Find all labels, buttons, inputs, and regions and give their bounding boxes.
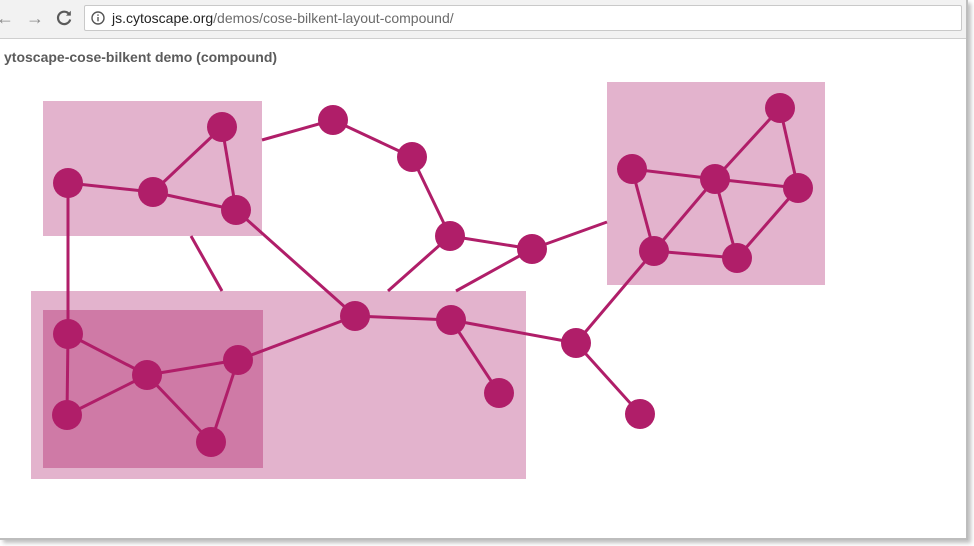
graph-node[interactable] (639, 236, 669, 266)
graph-node[interactable] (223, 345, 253, 375)
graph-edge[interactable] (652, 178, 717, 252)
graph-node[interactable] (53, 319, 83, 349)
info-icon[interactable] (91, 11, 105, 25)
graph-node[interactable] (765, 93, 795, 123)
graph-node[interactable] (196, 427, 226, 457)
graph-node[interactable] (517, 234, 547, 264)
graph-node[interactable] (617, 154, 647, 184)
back-arrow-icon[interactable]: ← (0, 7, 16, 29)
graph-node[interactable] (132, 360, 162, 390)
graph-edge[interactable] (235, 208, 356, 318)
graph-node[interactable] (53, 168, 83, 198)
browser-toolbar: ← → js.cytoscape.org/demos/cose-bilkent-… (0, 0, 966, 39)
graph-node[interactable] (484, 378, 514, 408)
graph-edge[interactable] (713, 106, 782, 181)
graph-node[interactable] (207, 112, 237, 142)
graph-node[interactable] (138, 177, 168, 207)
graph-node[interactable] (722, 243, 752, 273)
forward-arrow-icon[interactable]: → (26, 7, 44, 28)
graph-edge[interactable] (151, 125, 224, 194)
page-title: ytoscape-cose-bilkent demo (compound) (4, 49, 278, 65)
graph-edge[interactable] (574, 341, 642, 416)
graph-node[interactable] (436, 305, 466, 335)
cytoscape-graph[interactable] (0, 0, 966, 538)
graph-edge[interactable] (450, 318, 577, 345)
graph-node[interactable] (52, 400, 82, 430)
graph-node[interactable] (435, 221, 465, 251)
node-layer (52, 93, 813, 457)
graph-node[interactable] (397, 142, 427, 172)
graph-node[interactable] (221, 195, 251, 225)
graph-edge[interactable] (189, 235, 224, 292)
graph-edge[interactable] (237, 314, 356, 362)
compound-layer (31, 82, 825, 479)
graph-edge[interactable] (145, 373, 213, 444)
graph-node[interactable] (783, 173, 813, 203)
reload-icon[interactable] (53, 7, 75, 29)
graph-node[interactable] (700, 164, 730, 194)
graph-edge[interactable] (574, 250, 656, 344)
reload-glyph (56, 10, 72, 26)
graph-node[interactable] (318, 105, 348, 135)
url-path: /demos/cose-bilkent-layout-compound/ (213, 10, 454, 26)
graph-edge[interactable] (146, 358, 239, 377)
graph-node[interactable] (340, 301, 370, 331)
graph-node[interactable] (561, 328, 591, 358)
url-text[interactable]: js.cytoscape.org/demos/cose-bilkent-layo… (112, 10, 454, 26)
graph-edge[interactable] (735, 187, 800, 259)
address-bar[interactable]: js.cytoscape.org/demos/cose-bilkent-layo… (84, 5, 962, 31)
graph-node[interactable] (625, 399, 655, 429)
graph-edge[interactable] (354, 314, 452, 322)
url-host: js.cytoscape.org (112, 10, 214, 26)
